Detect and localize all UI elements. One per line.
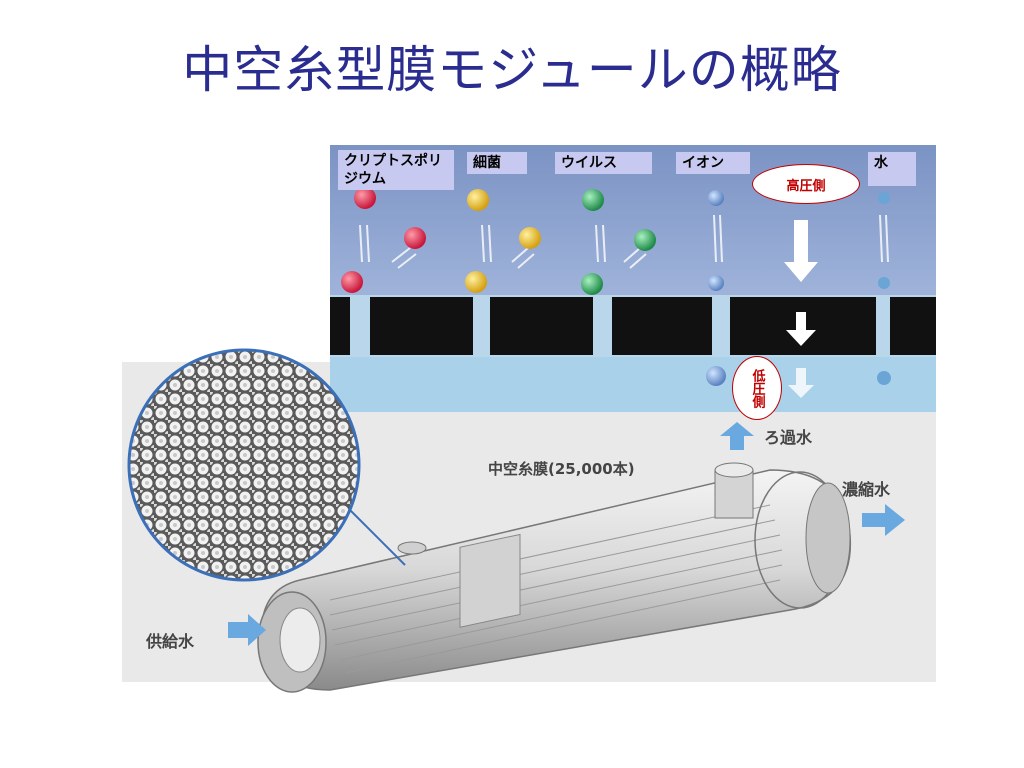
water-drops xyxy=(877,192,891,385)
low-pressure-zone xyxy=(330,357,936,412)
bacteria-particles xyxy=(465,189,541,293)
membrane-module xyxy=(257,462,852,693)
membrane-label: 中空糸膜(25,000本) xyxy=(488,460,635,478)
concentrate-label: 濃縮水 xyxy=(842,480,891,499)
motion-streaks xyxy=(359,214,889,269)
feed-label: 供給水 xyxy=(146,632,195,651)
ion-particles xyxy=(706,190,726,386)
label-cryptosporidium: クリプトスポリジウム xyxy=(338,150,454,190)
label-water: 水 xyxy=(868,152,916,186)
label-bacteria: 細菌 xyxy=(467,152,527,174)
fiber-crosssection xyxy=(129,350,359,580)
label-ion: イオン xyxy=(676,152,750,174)
page-title: 中空糸型膜モジュールの概略 xyxy=(182,41,842,99)
crypto-particles xyxy=(341,187,426,293)
pressure-arrows xyxy=(784,220,818,398)
feed-arrow xyxy=(228,614,266,646)
label-virus: ウイルス xyxy=(555,152,652,174)
membrane-layer xyxy=(330,295,936,357)
high-pressure-oval: 高圧側 xyxy=(752,164,860,204)
concentrate-arrow xyxy=(862,504,905,536)
low-pressure-oval: 低圧側 xyxy=(732,356,782,420)
filtrate-arrow xyxy=(720,422,754,450)
filtrate-label: ろ過水 xyxy=(764,428,813,447)
virus-particles xyxy=(581,189,656,295)
